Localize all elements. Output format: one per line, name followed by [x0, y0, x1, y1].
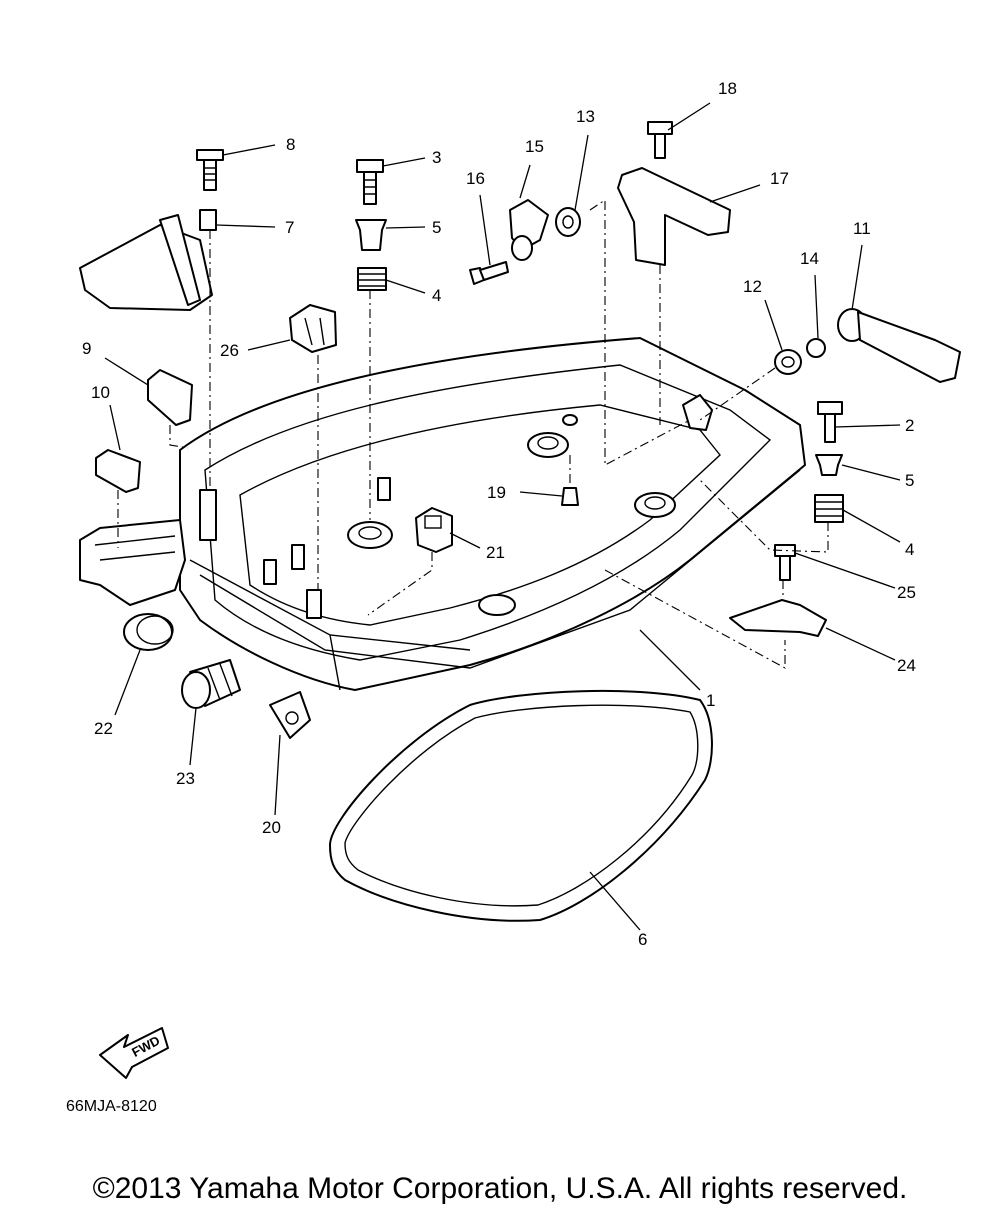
- callout-5-right: 5: [905, 471, 914, 490]
- callout-26: 26: [220, 341, 239, 360]
- callout-9: 9: [82, 339, 91, 358]
- callout-7: 7: [285, 218, 294, 237]
- forward-arrow-icon: FWD: [99, 1027, 169, 1079]
- washer-14: [806, 338, 826, 358]
- callout-22: 22: [94, 719, 113, 738]
- callout-11: 11: [853, 219, 871, 238]
- pad-10: [95, 449, 141, 493]
- collar-7: [199, 209, 217, 231]
- bolt-3: [356, 159, 384, 205]
- grommet-21: [415, 507, 453, 553]
- guide-lines: [117, 198, 829, 669]
- cap-22: [123, 613, 174, 651]
- plate-24: [729, 599, 827, 637]
- callout-25: 25: [897, 583, 916, 602]
- grommet-23: [181, 659, 241, 709]
- lever-11: [837, 308, 961, 383]
- bracket-cover-left: [79, 214, 213, 311]
- callout-5-top: 5: [432, 218, 441, 237]
- bolt-25: [774, 544, 796, 581]
- callout-labels: 1 2 3 4 4 5 5 6 7 8 9 10 11 12 13 14 15 …: [82, 79, 916, 949]
- callout-18: 18: [718, 79, 737, 98]
- grommet-4-top: [357, 267, 387, 291]
- collar-5-top: [355, 219, 387, 251]
- bottom-cowling: [79, 337, 806, 691]
- grommet-20: [269, 691, 311, 739]
- callout-3: 3: [432, 148, 441, 167]
- callout-6: 6: [638, 930, 647, 949]
- callout-14: 14: [800, 249, 819, 268]
- hook-17: [617, 167, 731, 266]
- callout-15: 15: [525, 137, 544, 156]
- callout-17: 17: [770, 169, 789, 188]
- drain-plug-19: [561, 487, 579, 506]
- callout-19: 19: [487, 483, 506, 502]
- seal-ring: [329, 689, 713, 922]
- leader-lines: [104, 102, 901, 931]
- callout-12: 12: [743, 277, 762, 296]
- callout-23: 23: [176, 769, 195, 788]
- bolt-2: [817, 401, 843, 443]
- callout-16: 16: [466, 169, 485, 188]
- lever-15: [509, 199, 549, 261]
- grommet-12: [774, 349, 802, 375]
- callout-21: 21: [486, 543, 505, 562]
- callout-20: 20: [262, 818, 281, 837]
- bolt-8: [196, 149, 224, 191]
- callout-10: 10: [91, 383, 110, 402]
- callout-4-top: 4: [432, 286, 441, 305]
- bushing-13: [555, 207, 581, 237]
- callout-8: 8: [286, 135, 295, 154]
- callout-24: 24: [897, 656, 916, 675]
- callout-13: 13: [576, 107, 595, 126]
- grommet-4-right: [814, 494, 844, 523]
- callout-4-right: 4: [905, 540, 914, 559]
- clip-26: [289, 304, 337, 353]
- copyright-footer: ©2013 Yamaha Motor Corporation, U.S.A. A…: [92, 1172, 908, 1205]
- bolt-18: [647, 121, 673, 159]
- callout-1: 1: [706, 691, 715, 710]
- bolt-16: [469, 261, 509, 285]
- callout-2: 2: [905, 416, 914, 435]
- collar-5-right: [815, 454, 843, 476]
- pad-9: [147, 369, 193, 426]
- drawing-code: 66MJA-8120: [66, 1098, 157, 1115]
